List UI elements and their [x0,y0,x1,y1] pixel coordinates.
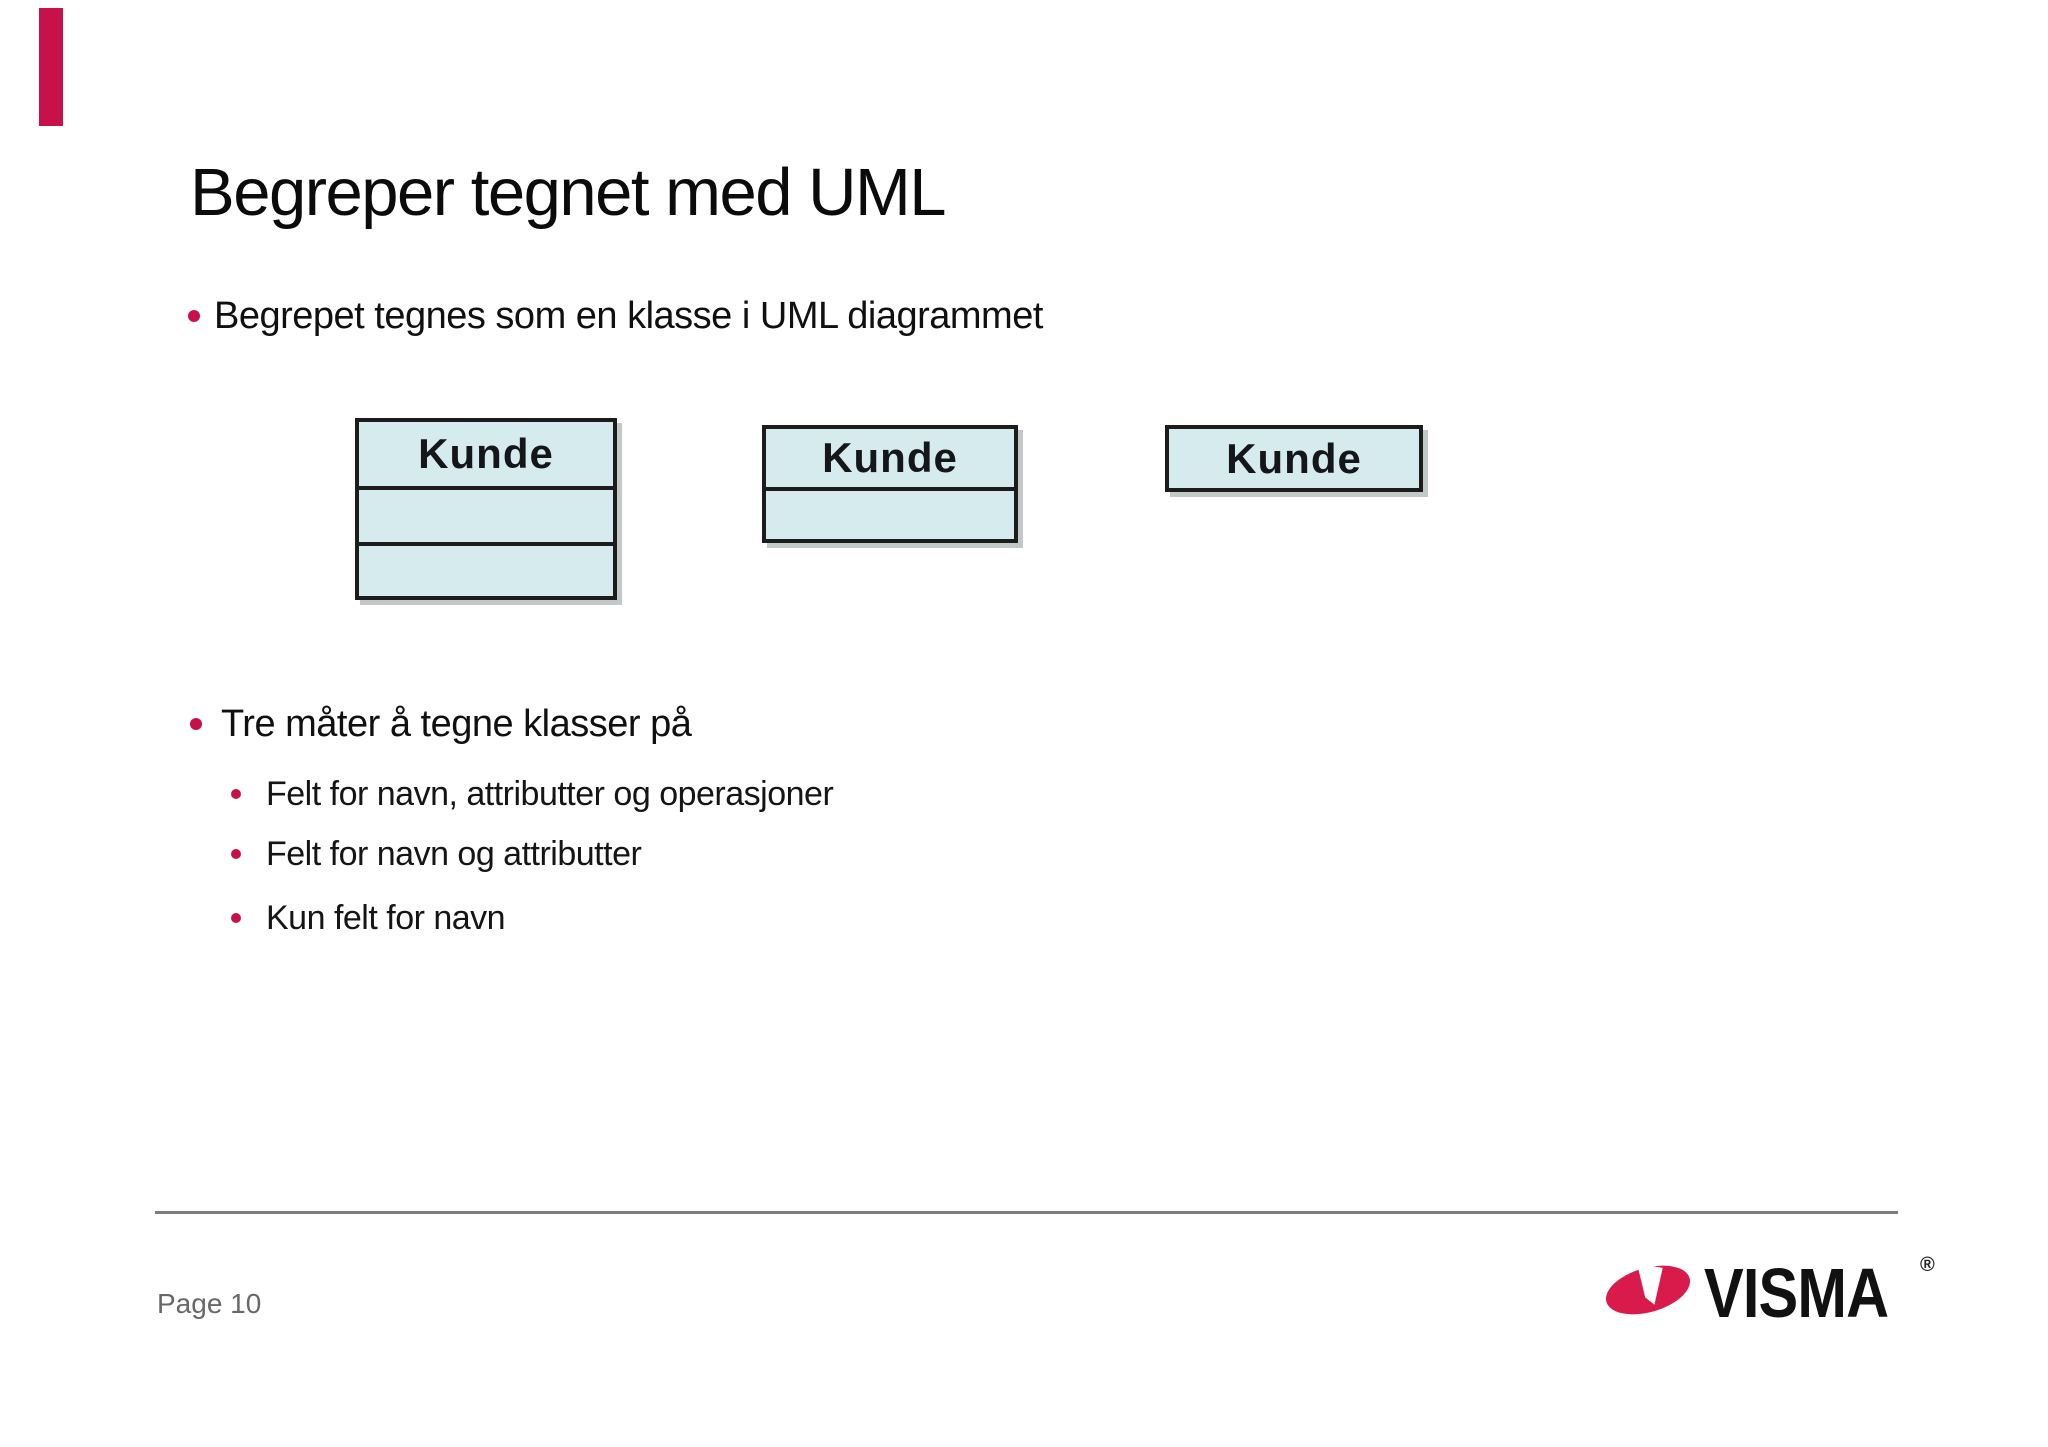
page-number-label: Page 10 [157,1288,262,1319]
sub-bullet-3-text: Kun felt for navn [266,899,506,937]
visma-wordmark: VISMA [1704,1254,1889,1332]
sub-bullet-icon [231,849,241,859]
sub-bullet-icon [231,913,241,923]
uml-class-name: Kunde [418,430,554,477]
uml-class-box-3-compartments: Kunde [355,418,617,600]
uml-operations-compartment [359,542,613,596]
uml-attributes-compartment [359,486,613,542]
sub-bullet-icon [231,789,241,799]
sub-bullet-1-text: Felt for navn, attributter og operasjone… [266,775,834,813]
bullet-2-text: Tre måter å tegne klasser på [221,703,692,745]
registered-trademark-icon: ® [1919,1254,1935,1276]
visma-logo-icon [1605,1263,1691,1315]
uml-class-name: Kunde [1226,434,1362,482]
sub-bullet-2-text: Felt for navn og attributter [266,835,642,873]
accent-bar [39,8,63,126]
footer-divider-line [155,1211,1898,1214]
bullet-icon [188,310,200,322]
uml-class-box-1-compartment: Kunde [1165,425,1423,492]
slide-title: Begreper tegnet med UML [190,155,947,230]
uml-attributes-compartment [766,487,1014,539]
bullet-1-text: Begrepet tegnes som en klasse i UML diag… [214,295,1043,337]
visma-logo: VISMA ® [1602,1254,1935,1332]
uml-class-name: Kunde [822,434,958,481]
uml-class-box-2-compartments: Kunde [762,425,1018,543]
bullet-icon [190,718,202,730]
